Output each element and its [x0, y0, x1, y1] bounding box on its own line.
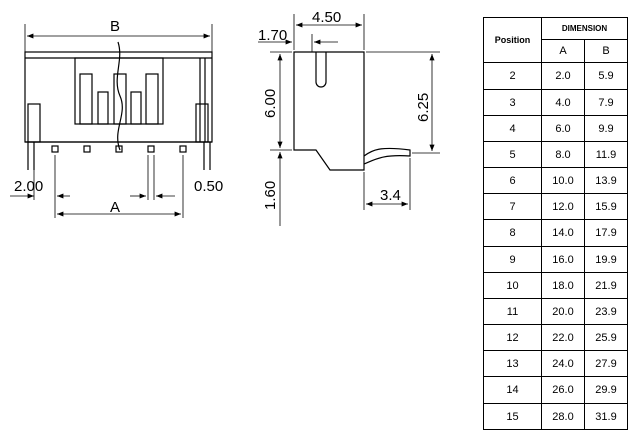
- cell-a: 2.0: [541, 62, 585, 90]
- dim-2-00-label: 2.00: [14, 178, 43, 195]
- cell-a: 12.0: [541, 193, 585, 220]
- cell-position: 4: [483, 115, 542, 142]
- cell-b: 15.9: [584, 193, 628, 220]
- cell-position: 10: [483, 272, 542, 299]
- cell-b: 17.9: [584, 219, 628, 247]
- cell-b: 27.9: [584, 350, 628, 377]
- dim-1-70-label: 1.70: [258, 27, 287, 44]
- header-a: A: [541, 39, 585, 63]
- cell-b: 9.9: [584, 115, 628, 142]
- cell-b: 7.9: [584, 89, 628, 116]
- cell-b: 31.9: [584, 403, 628, 430]
- cell-a: 26.0: [541, 376, 585, 404]
- cell-b: 23.9: [584, 298, 628, 325]
- cell-a: 8.0: [541, 141, 585, 168]
- cell-a: 4.0: [541, 89, 585, 116]
- cell-a: 16.0: [541, 246, 585, 273]
- cell-b: 11.9: [584, 141, 628, 168]
- cell-position: 8: [483, 219, 542, 247]
- cell-b: 21.9: [584, 272, 628, 299]
- cell-a: 6.0: [541, 115, 585, 142]
- cell-b: 29.9: [584, 376, 628, 404]
- cell-b: 19.9: [584, 246, 628, 273]
- cell-a: 18.0: [541, 272, 585, 299]
- page: B 2.00: [10, 9, 628, 430]
- cell-a: 28.0: [541, 403, 585, 430]
- cell-a: 10.0: [541, 167, 585, 194]
- header-b: B: [584, 39, 628, 63]
- cell-a: 24.0: [541, 350, 585, 377]
- cell-b: 5.9: [584, 62, 628, 90]
- technical-drawing: B 2.00: [10, 9, 440, 226]
- dim-3-4-label: 3.4: [380, 187, 401, 204]
- header-position: Position: [483, 17, 542, 63]
- cell-position: 3: [483, 89, 542, 116]
- cell-position: 6: [483, 167, 542, 194]
- dim-4-50-label: 4.50: [312, 9, 341, 26]
- cell-b: 25.9: [584, 324, 628, 351]
- header-dimension: DIMENSION: [541, 17, 628, 40]
- dim-a-label: A: [110, 199, 120, 216]
- side-housing: [293, 51, 365, 171]
- dim-b-label: B: [110, 18, 120, 35]
- front-view: B 2.00: [10, 18, 223, 218]
- dim-6-00-label: 6.00: [262, 89, 279, 118]
- cell-position: 7: [483, 193, 542, 220]
- cell-position: 9: [483, 246, 542, 273]
- cell-position: 14: [483, 376, 542, 404]
- cell-a: 20.0: [541, 298, 585, 325]
- cell-position: 2: [483, 62, 542, 90]
- cell-position: 13: [483, 350, 542, 377]
- dim-6-25-label: 6.25: [415, 93, 432, 122]
- side-view: 4.50 1.70 6.00 1.60 6.25 3.4: [258, 9, 440, 226]
- cell-a: 14.0: [541, 219, 585, 247]
- dim-0-50-label: 0.50: [194, 178, 223, 195]
- cell-position: 5: [483, 141, 542, 168]
- cell-position: 12: [483, 324, 542, 351]
- cell-position: 15: [483, 403, 542, 430]
- cell-a: 22.0: [541, 324, 585, 351]
- dim-1-60-label: 1.60: [262, 181, 279, 210]
- cell-position: 11: [483, 298, 542, 325]
- cell-b: 13.9: [584, 167, 628, 194]
